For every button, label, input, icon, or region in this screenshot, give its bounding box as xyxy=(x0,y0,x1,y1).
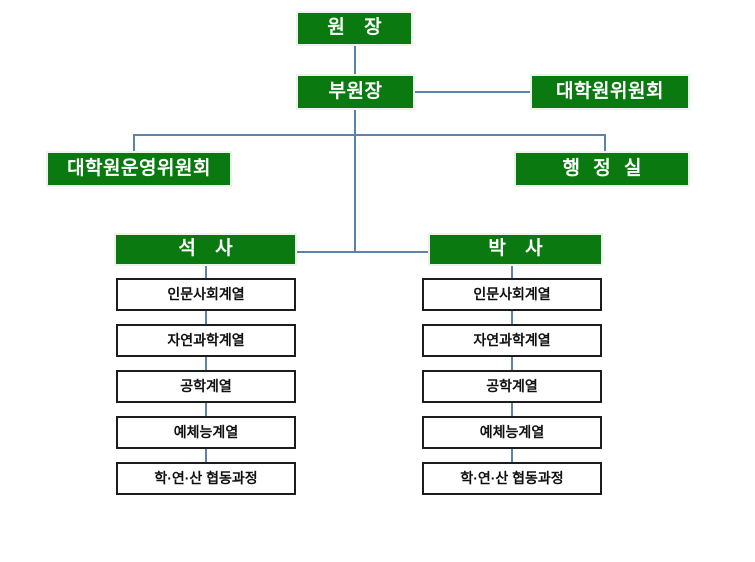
connector-masters-program-3-to-4 xyxy=(205,403,207,416)
node-doctoral[interactable]: 박 사 xyxy=(428,233,603,266)
connector-doctoral-to-program-1 xyxy=(511,265,513,278)
connector-doctoral-program-1-to-2 xyxy=(511,311,513,324)
connector-bus-to-degree-row xyxy=(354,134,356,252)
node-director[interactable]: 원 장 xyxy=(296,11,413,46)
connector-doctoral-program-4-to-5 xyxy=(511,449,513,462)
connector-doctoral-program-2-to-3 xyxy=(511,357,513,370)
node-masters-program-cooperative[interactable]: 학·연·산 협동과정 xyxy=(116,462,296,495)
connector-director-to-vice-director xyxy=(354,46,356,74)
node-grad-committee[interactable]: 대학원위원회 xyxy=(530,74,690,110)
node-admin-office[interactable]: 행 정 실 xyxy=(514,151,690,187)
connector-masters-program-4-to-5 xyxy=(205,449,207,462)
node-doctoral-program-engineering[interactable]: 공학계열 xyxy=(422,370,602,403)
connector-vice-director-to-grad-committee xyxy=(415,91,531,93)
node-masters-program-natural-science[interactable]: 자연과학계열 xyxy=(116,324,296,357)
node-doctoral-program-natural-science[interactable]: 자연과학계열 xyxy=(422,324,602,357)
node-masters-program-arts-athletics[interactable]: 예체능계열 xyxy=(116,416,296,449)
connector-vice-director-stem xyxy=(354,110,356,135)
connector-doctoral-program-3-to-4 xyxy=(511,403,513,416)
node-masters-program-humanities[interactable]: 인문사회계열 xyxy=(116,278,296,311)
connector-main-bus xyxy=(133,134,606,136)
node-grad-steering[interactable]: 대학원운영위원회 xyxy=(46,151,232,187)
connector-masters-program-1-to-2 xyxy=(205,311,207,324)
node-masters[interactable]: 석 사 xyxy=(114,233,297,266)
node-doctoral-program-arts-athletics[interactable]: 예체능계열 xyxy=(422,416,602,449)
connector-masters-program-2-to-3 xyxy=(205,357,207,370)
connector-bus-to-grad-steering xyxy=(133,134,135,151)
connector-masters-to-program-1 xyxy=(205,265,207,278)
connector-masters-to-doctoral xyxy=(297,251,428,253)
node-doctoral-program-humanities[interactable]: 인문사회계열 xyxy=(422,278,602,311)
node-vice-director[interactable]: 부원장 xyxy=(296,74,415,110)
connector-bus-to-admin-office xyxy=(604,134,606,151)
node-doctoral-program-cooperative[interactable]: 학·연·산 협동과정 xyxy=(422,462,602,495)
node-masters-program-engineering[interactable]: 공학계열 xyxy=(116,370,296,403)
